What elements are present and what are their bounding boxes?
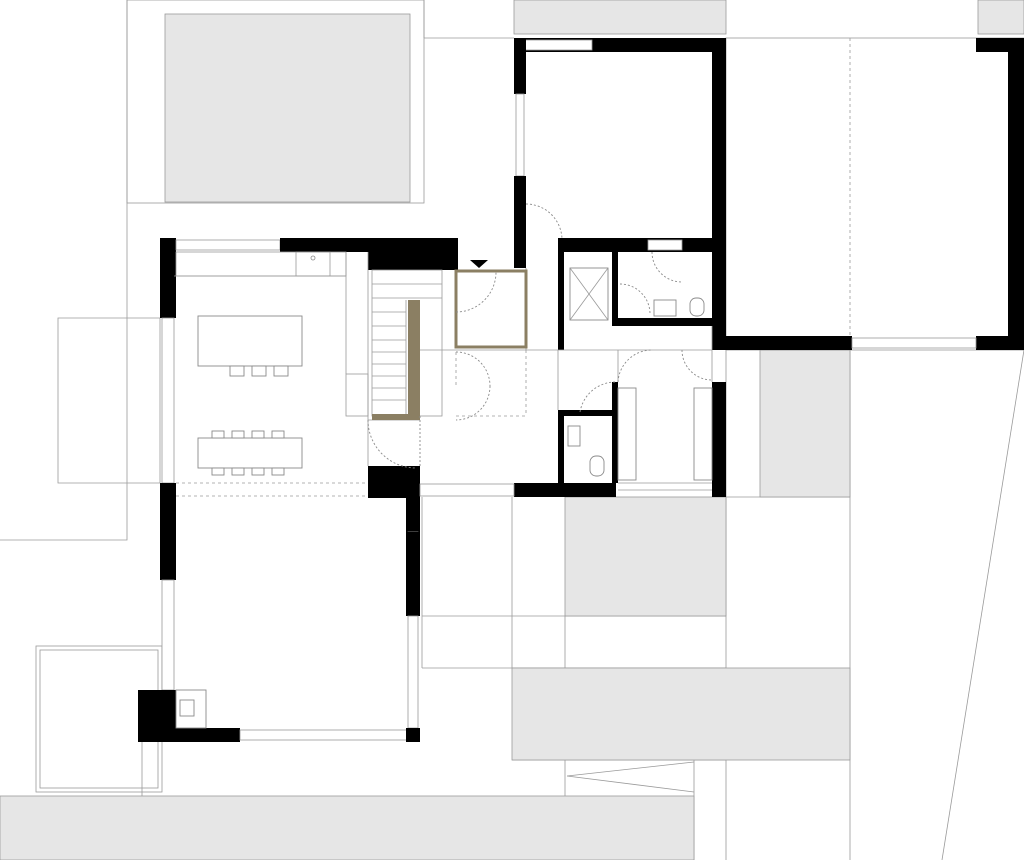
wardrobe-right — [693, 387, 713, 481]
furniture — [175, 315, 303, 729]
dining-table — [197, 315, 303, 367]
side-paving — [759, 349, 851, 498]
lift — [454, 260, 528, 349]
stair-handrail — [408, 300, 420, 416]
main-walls — [138, 238, 726, 742]
upper-window-west — [515, 93, 525, 177]
garage-door — [851, 337, 977, 349]
drive-paving — [511, 667, 851, 761]
washbasin — [653, 299, 677, 317]
interior-lines — [174, 251, 713, 497]
north-window — [175, 239, 281, 251]
toilet — [689, 297, 705, 317]
entrance-arrow-icon — [470, 260, 488, 268]
upper-window-north — [523, 39, 593, 51]
court-paving — [564, 496, 727, 617]
staircase — [371, 269, 443, 420]
toilet-guest — [589, 455, 605, 477]
entry-paving — [513, 0, 727, 35]
upper-room — [514, 38, 726, 350]
kitchen-counter — [175, 251, 347, 277]
south-window-hall — [419, 483, 515, 497]
washbasin-guest — [567, 425, 581, 447]
garage — [725, 37, 1024, 351]
south-window — [239, 729, 411, 741]
door-swings — [367, 251, 713, 469]
corner-paving — [977, 0, 1024, 35]
wardrobe-left — [617, 387, 637, 481]
bathroom-fixtures — [567, 267, 713, 481]
lift-shaft — [454, 269, 528, 349]
street-paving — [0, 795, 695, 860]
west-window — [161, 317, 175, 484]
sofa-table — [197, 437, 303, 469]
terrace-paving — [164, 13, 411, 203]
west-window-lower — [161, 579, 175, 691]
